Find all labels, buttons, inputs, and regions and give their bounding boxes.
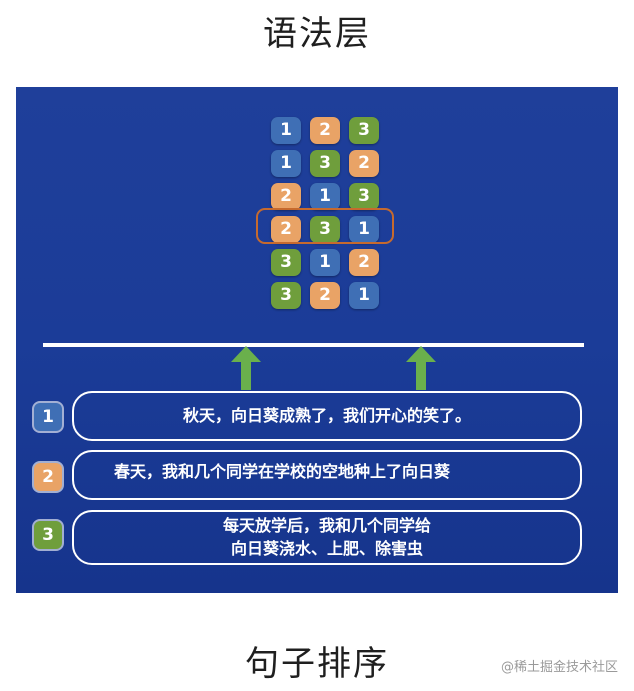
permutation-cell-2-2: 3: [310, 150, 340, 177]
sentence-box-3: 每天放学后，我和几个同学给 向日葵浇水、上肥、除害虫: [72, 510, 582, 565]
up-arrow-icon-right: [406, 346, 436, 390]
permutation-cell-1-1: 1: [271, 117, 301, 144]
permutation-cell-5-3: 2: [349, 249, 379, 276]
permutation-cell-3-1: 2: [271, 183, 301, 210]
title-grammar-layer: 语法层: [263, 14, 371, 54]
permutation-cell-5-1: 3: [271, 249, 301, 276]
highlighted-permutation-frame: [256, 208, 394, 244]
sentence-box-2: 春天，我和几个同学在学校的空地种上了向日葵: [72, 450, 582, 500]
permutation-cell-1-3: 3: [349, 117, 379, 144]
permutation-cell-2-1: 1: [271, 150, 301, 177]
sentence-text-2: 春天，我和几个同学在学校的空地种上了向日葵: [114, 462, 451, 481]
permutation-cell-2-3: 2: [349, 150, 379, 177]
permutation-cell-3-3: 3: [349, 183, 379, 210]
permutation-cell-4-3: 1: [349, 216, 379, 243]
up-arrow-icon-left: [231, 346, 261, 390]
sentence-text-3-line2: 向日葵浇水、上肥、除害虫: [230, 539, 423, 558]
sentence-badge-3: 3: [34, 521, 62, 549]
sentence-text-3-line1: 每天放学后，我和几个同学给: [222, 516, 431, 535]
permutation-cell-4-2: 3: [310, 216, 340, 243]
sentence-badge-2: 2: [34, 463, 62, 491]
sentence-badge-1: 1: [34, 403, 62, 431]
permutation-cell-4-1: 2: [271, 216, 301, 243]
watermark: @稀土掘金技术社区: [500, 660, 618, 675]
title-sentence-ordering: 句子排序: [245, 644, 389, 684]
permutation-cell-1-2: 2: [310, 117, 340, 144]
permutation-cell-5-2: 1: [310, 249, 340, 276]
permutation-cell-6-1: 3: [271, 282, 301, 309]
permutation-cell-6-2: 2: [310, 282, 340, 309]
sentence-box-1: 秋天，向日葵成熟了，我们开心的笑了。: [72, 391, 582, 441]
divider-line: [43, 343, 584, 347]
permutation-cell-6-3: 1: [349, 282, 379, 309]
permutation-cell-3-2: 1: [310, 183, 340, 210]
sentence-text-1: 秋天，向日葵成熟了，我们开心的笑了。: [182, 406, 471, 425]
